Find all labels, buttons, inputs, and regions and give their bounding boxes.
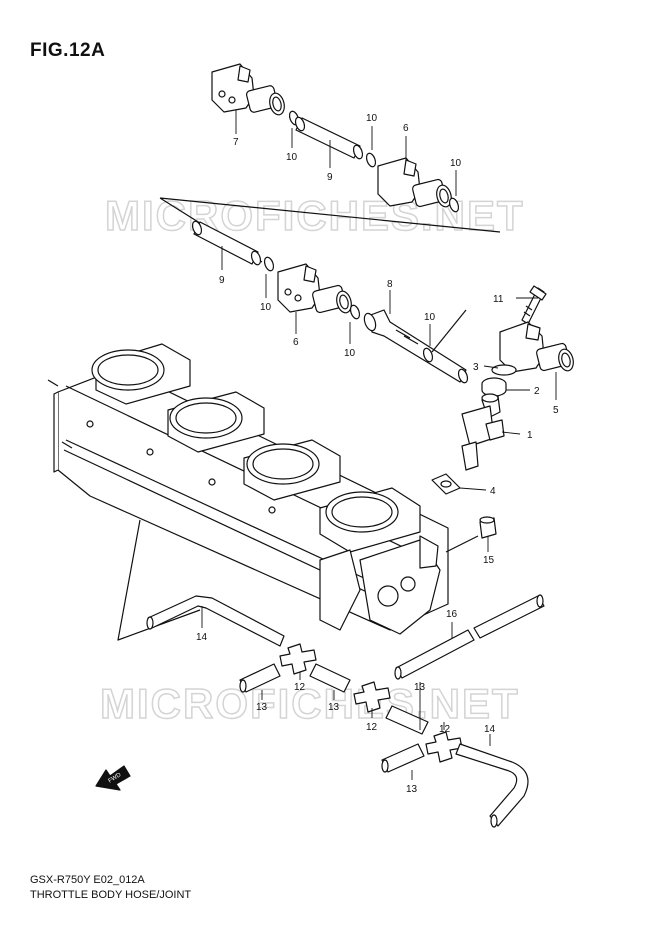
fuel-pipe-9-lower xyxy=(191,220,262,266)
hose-joint-15 xyxy=(479,516,497,539)
o-ring xyxy=(349,304,361,320)
callout-label: 12 xyxy=(294,682,306,693)
callout-label: 15 xyxy=(483,555,495,566)
callout-label: 3 xyxy=(473,362,479,373)
seal-4 xyxy=(431,473,461,495)
cushion-2 xyxy=(481,377,507,397)
callout-label: 5 xyxy=(553,405,559,416)
callout-label: 7 xyxy=(233,137,239,148)
callout-label: 13 xyxy=(414,682,426,693)
hose-13a xyxy=(239,663,281,693)
o-ring xyxy=(365,152,377,168)
fuel-pipe-8 xyxy=(363,309,469,384)
callout-labels: 7 10 9 10 6 10 9 10 6 8 10 10 11 3 2 5 1… xyxy=(196,113,559,795)
fuel-injector-1 xyxy=(461,393,505,471)
callout-label: 9 xyxy=(327,172,333,183)
callout-label: 14 xyxy=(484,724,496,735)
fuel-pipe-9-upper xyxy=(294,116,364,160)
callout-label: 12 xyxy=(366,722,378,733)
callout-label: 14 xyxy=(196,632,208,643)
callout-label: 13 xyxy=(256,702,268,713)
o-ring-3 xyxy=(491,364,517,376)
callout-label: 6 xyxy=(403,123,409,134)
callout-label: 4 xyxy=(490,486,496,497)
callout-label: 1 xyxy=(527,430,533,441)
callout-label: 16 xyxy=(446,609,458,620)
callout-label: 10 xyxy=(424,312,436,323)
callout-label: 2 xyxy=(534,386,540,397)
callout-label: 13 xyxy=(406,784,418,795)
fuel-joint-7 xyxy=(211,63,285,116)
leader-lines xyxy=(201,110,557,780)
bolt-11 xyxy=(521,285,547,325)
callout-label: 6 xyxy=(293,337,299,348)
watermark-bottom: MICROFICHES.NET xyxy=(100,680,520,727)
t-joint-12b xyxy=(353,681,391,713)
t-joint-12a xyxy=(279,643,317,675)
t-joint-12c xyxy=(425,731,463,763)
fuel-joint-6-upper xyxy=(377,157,452,208)
fuel-joint-5 xyxy=(499,321,574,373)
callout-label: 11 xyxy=(493,294,504,305)
hose-13d xyxy=(381,743,425,773)
o-ring xyxy=(448,197,460,213)
callout-label: 12 xyxy=(439,724,451,735)
fuel-joint-6-lower xyxy=(277,263,352,314)
o-ring xyxy=(422,347,434,363)
callout-label: 10 xyxy=(286,152,298,163)
callout-label: 13 xyxy=(328,702,340,713)
section-name: THROTTLE BODY HOSE/JOINT xyxy=(30,889,192,901)
callout-label: 10 xyxy=(366,113,378,124)
o-ring xyxy=(263,256,275,272)
callout-label: 10 xyxy=(450,158,462,169)
hose-13b xyxy=(309,663,351,693)
callout-label: 9 xyxy=(219,275,225,286)
hose-14-upper xyxy=(146,595,285,647)
throttle-body-assembly xyxy=(47,343,449,635)
fwd-arrow-icon xyxy=(95,765,131,791)
hose-16 xyxy=(394,594,545,680)
hose-13c xyxy=(385,705,429,735)
figure-title: FIG.12A xyxy=(30,40,106,61)
callout-label: 10 xyxy=(260,302,272,313)
hose-14-lower xyxy=(455,743,529,828)
callout-label: 10 xyxy=(344,348,356,359)
callout-label: 8 xyxy=(387,279,393,290)
model-code: GSX-R750Y E02_012A xyxy=(30,874,145,886)
